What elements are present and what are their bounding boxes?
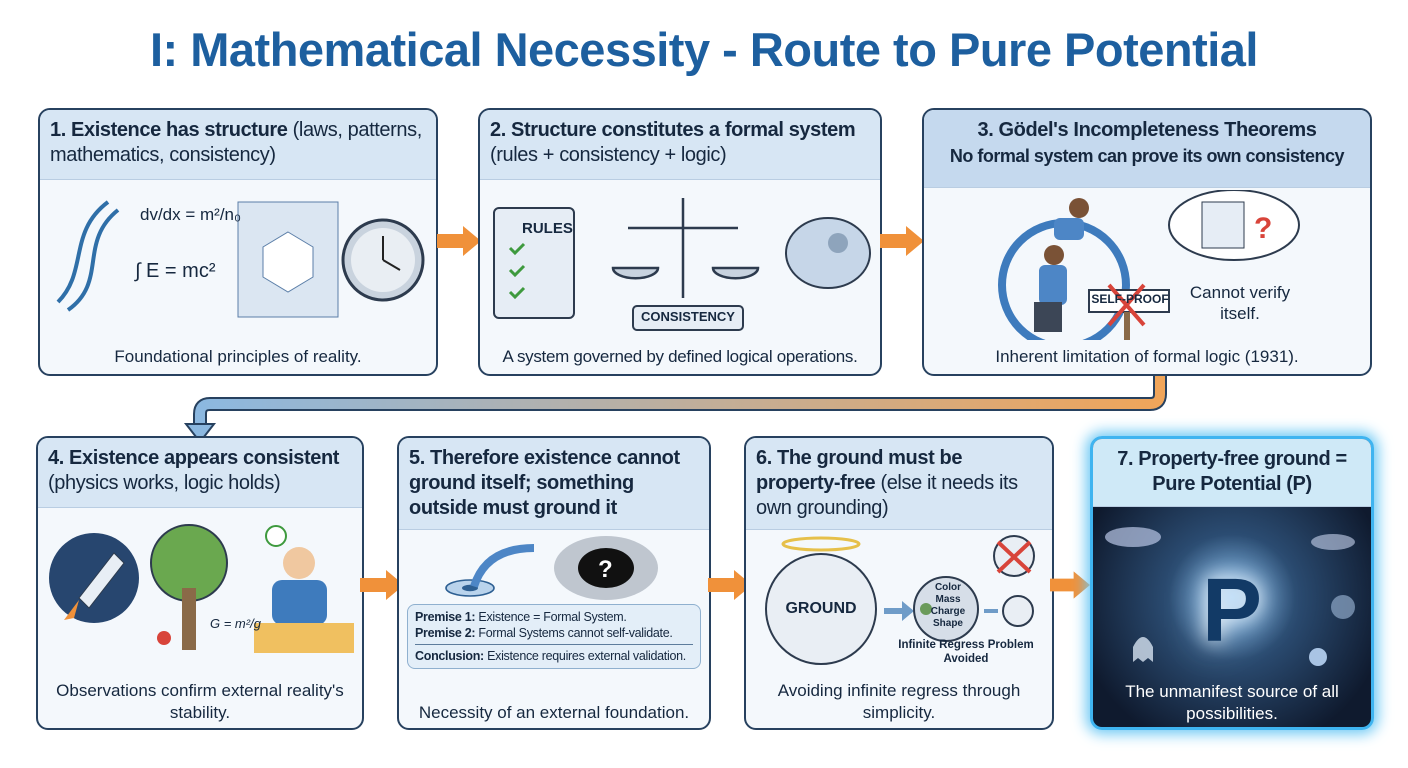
arrow-right-icon [708, 570, 752, 600]
rulebook-icon [493, 207, 575, 319]
property: Shape [932, 618, 963, 629]
head-icon [1331, 595, 1355, 619]
conclusion: Existence requires external validation. [483, 649, 686, 663]
arrow-right-icon [880, 226, 924, 256]
clock-icon [341, 218, 425, 302]
conclusion-label: Conclusion: [415, 649, 484, 663]
property: Charge [930, 606, 966, 617]
premise-1-label: Premise 1: [415, 610, 476, 624]
step-3-heading: 3. Gödel's Incompleteness Theorems [977, 119, 1317, 141]
step-2-heading: 2. Structure constitutes a formal system [490, 119, 856, 141]
thought-bubble-icon: ? [1168, 190, 1300, 261]
energy-formula: ∫ E = mc² [135, 260, 216, 282]
step-5-panel: 5. Therefore existence cannot ground its… [397, 436, 711, 730]
page-title: I: Mathematical Necessity - Route to Pur… [150, 23, 1259, 76]
cosmos-illustration [1105, 527, 1355, 666]
step-6-panel: 6. The ground must be property-free (els… [744, 436, 1054, 730]
property: Mass [935, 594, 961, 605]
step-2-heading-detail: (rules + consistency + logic) [490, 144, 727, 166]
step-1-heading-detail: (laws, patterns, mathematics, consistenc… [50, 119, 422, 166]
step-3-subheading: No formal system can prove its own consi… [949, 146, 1345, 166]
self-proof-illustration: ? [998, 190, 1300, 340]
step-4-heading-detail: (physics works, logic holds) [48, 472, 281, 494]
step-5-heading: 5. Therefore existence cannot ground its… [409, 447, 680, 519]
dna-icon [56, 200, 120, 312]
step-4-caption: Observations confirm external reality's … [56, 681, 344, 722]
brain-gears-icon [785, 217, 871, 289]
balance-scale-icon [611, 198, 760, 298]
tree-icon [150, 524, 228, 650]
step-3-caption: Inherent limitation of formal logic (193… [995, 347, 1299, 366]
step-3-panel: 3. Gödel's Incompleteness Theorems No for… [922, 108, 1372, 376]
ground-sphere-illustration [765, 535, 1035, 665]
property: Color [934, 582, 962, 593]
step-1-heading: 1. Existence has structure [50, 119, 288, 141]
person-icon [1034, 198, 1089, 332]
person-puzzle-icon [254, 525, 354, 653]
step-6-heading: 6. The ground must be property-free [756, 447, 963, 494]
step-7-heading: 7. Property-free ground = Pure Potential… [1117, 448, 1347, 495]
black-hole-icon: ? [554, 536, 658, 600]
rules-label: RULES [522, 220, 573, 237]
premise-1: Existence = Formal System. [475, 610, 627, 624]
regress-note: Infinite Regress Problem Avoided [898, 639, 1034, 665]
step-2-caption: A system governed by defined logical ope… [502, 347, 858, 366]
curved-arrow-icon [470, 544, 535, 588]
ghost-icon [1133, 637, 1153, 662]
arrow-right-icon [437, 226, 481, 256]
ground-label: GROUND [785, 600, 857, 617]
step-4-heading: 4. Existence appears consistent [48, 447, 340, 469]
step-7-panel: 7. Property-free ground = Pure Potential… [1090, 436, 1374, 730]
svg-text:?: ? [1254, 212, 1272, 245]
step-5-caption: Necessity of an external foundation. [418, 703, 690, 722]
cross-icon [996, 540, 1032, 574]
cannot-verify-label: Cannot verify itself. [1189, 283, 1291, 323]
arrow-right-icon [360, 570, 404, 600]
step-7-caption: The unmanifest source of all possibiliti… [1125, 682, 1339, 723]
step-4-panel: 4. Existence appears consistent (physics… [36, 436, 364, 730]
svg-text:?: ? [598, 556, 613, 583]
step-6-caption: Avoiding infinite regress through simpli… [777, 681, 1021, 722]
planet-icon [1309, 648, 1327, 666]
fractal-pattern-icon [237, 201, 339, 318]
structure-illustration [56, 200, 425, 318]
galaxy-icon [1105, 527, 1161, 547]
connector-arrow-icon [183, 376, 1167, 444]
self-proof-sign: SELF-PROOF [1091, 292, 1169, 306]
galaxy-icon [1311, 534, 1355, 550]
consistency-label: CONSISTENCY [641, 309, 735, 324]
step-6-heading-detail: (else it needs its own grounding) [756, 472, 1018, 519]
pure-potential-symbol: P [1201, 561, 1263, 661]
step-1-caption: Foundational principles of reality. [114, 347, 362, 366]
step-2-panel: 2. Structure constitutes a formal system… [478, 108, 882, 376]
halo-icon [781, 536, 861, 552]
argument-box: Premise 1: Existence = Formal System. Pr… [407, 604, 701, 669]
premise-2-label: Premise 2: [415, 626, 476, 640]
arrow-right-icon [1050, 571, 1090, 599]
external-ground-illustration: ? [445, 536, 658, 600]
observations-illustration [49, 524, 354, 653]
formal-system-illustration [493, 198, 871, 331]
gravity-formula: G = m²/g [210, 616, 261, 631]
derivative-formula: dv/dx = m²/n₀ [140, 205, 242, 224]
step-1-panel: 1. Existence has structure (laws, patter… [38, 108, 438, 376]
cross-icon [1107, 283, 1146, 327]
rocket-icon [49, 533, 139, 623]
premise-2: Formal Systems cannot self-validate. [475, 626, 673, 640]
ground-sphere [765, 553, 877, 665]
